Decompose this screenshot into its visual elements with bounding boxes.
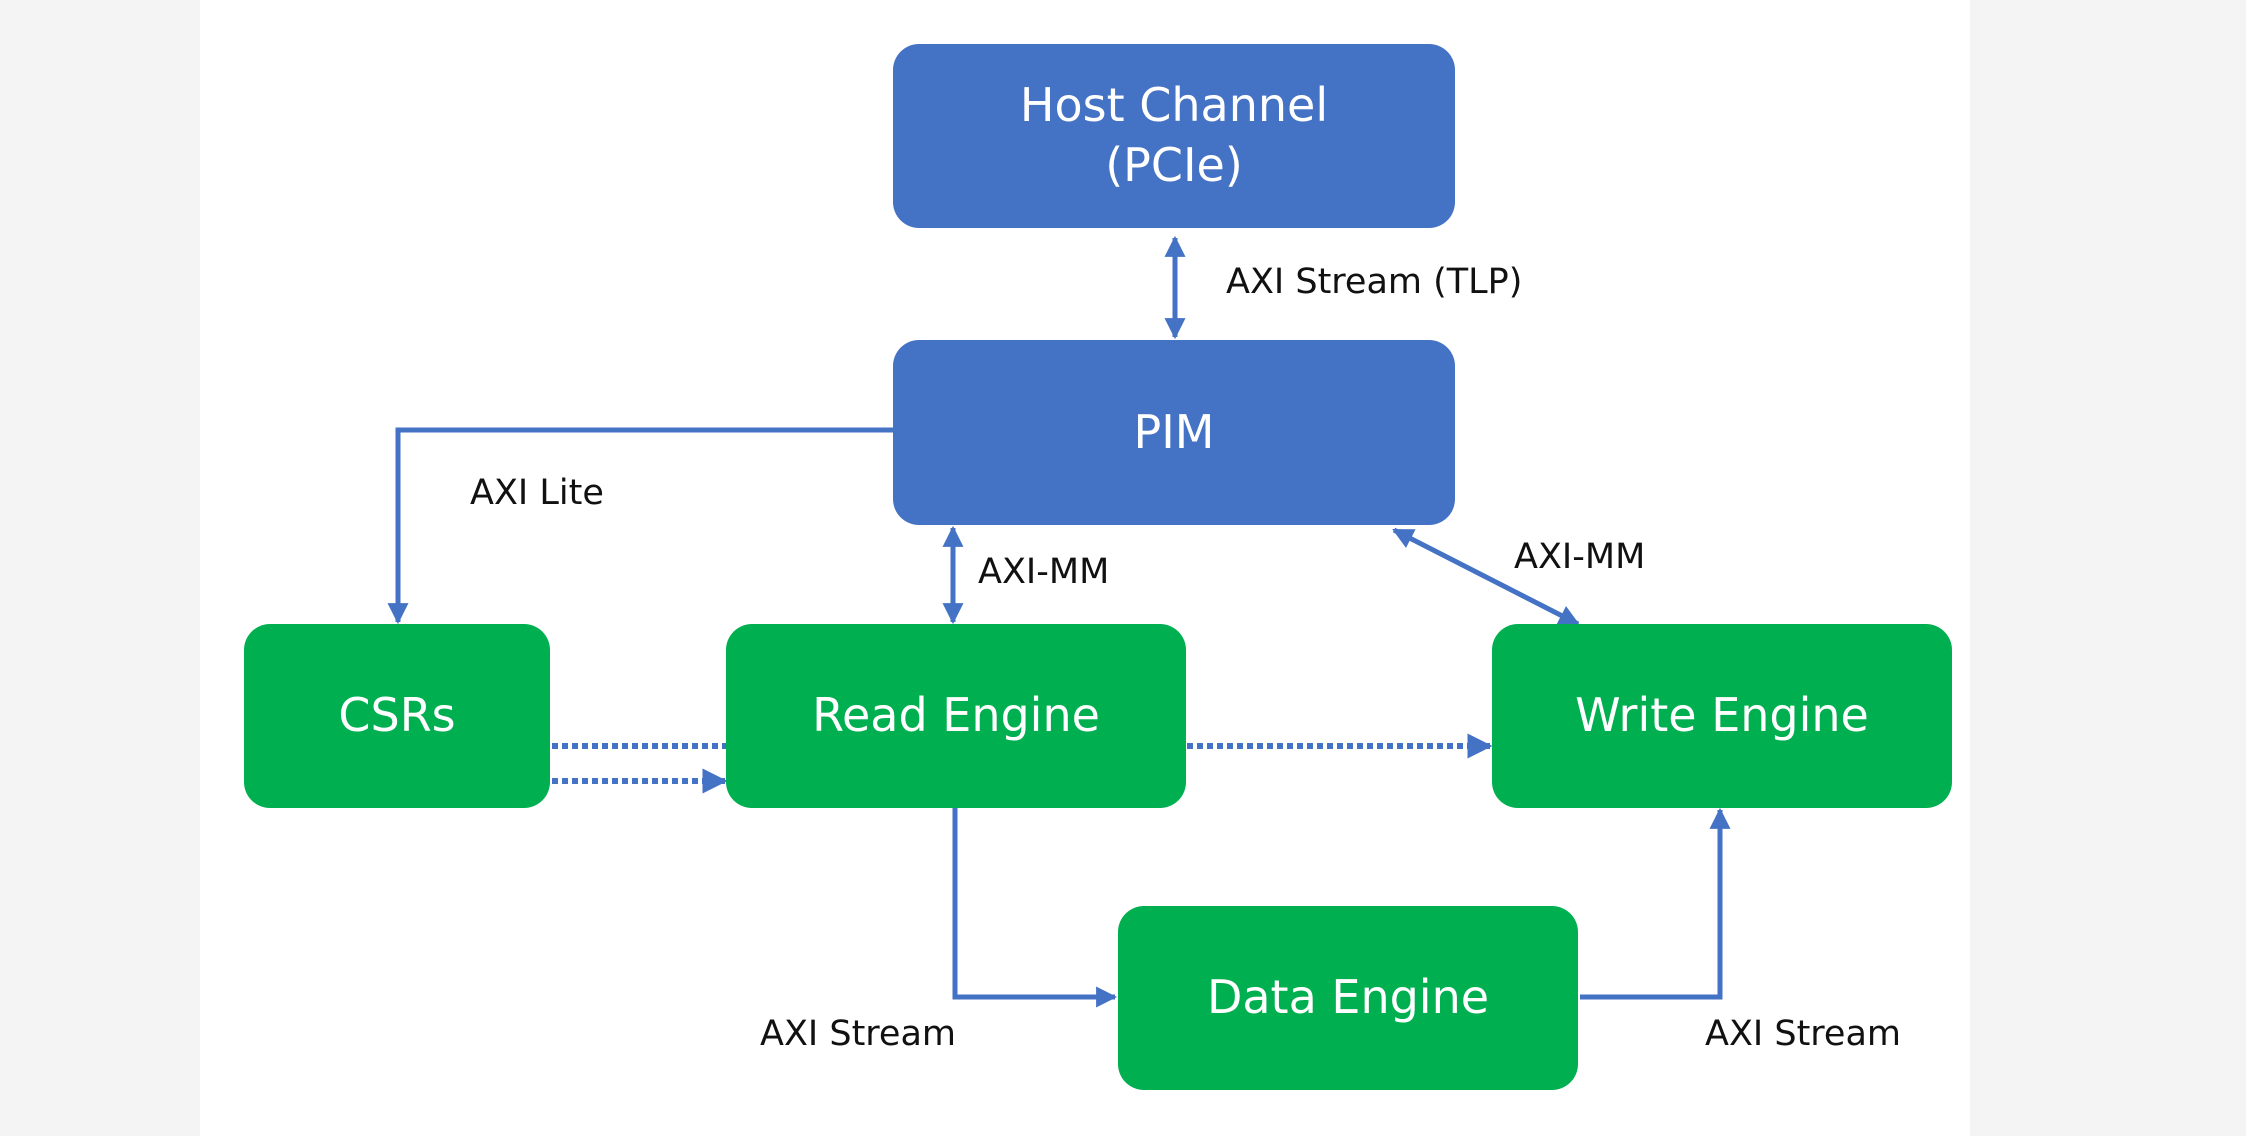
read-engine-label: Read Engine xyxy=(812,688,1100,743)
host-channel-subtitle: (PCIe) xyxy=(1105,138,1243,192)
csrs-block: CSRs xyxy=(244,624,550,808)
host-channel-title: Host Channel xyxy=(1019,78,1329,133)
pim-block: PIM xyxy=(893,340,1455,525)
host-pim-label: AXI Stream (TLP) xyxy=(1226,262,1523,302)
write-engine-label: Write Engine xyxy=(1575,688,1869,743)
host-channel-block: Host Channel (PCIe) xyxy=(893,44,1455,228)
pim-csrs-connector xyxy=(387,427,893,625)
data-engine-block: Data Engine xyxy=(1118,906,1578,1090)
pim-write-label: AXI-MM xyxy=(1514,537,1646,577)
read-engine-block: Read Engine xyxy=(726,624,1186,808)
read-data-connector xyxy=(952,808,1118,1008)
data-write-connector xyxy=(1580,807,1731,1000)
pim-read-label: AXI-MM xyxy=(978,552,1110,592)
connector-layer xyxy=(387,235,1731,1008)
diagram-canvas: Host Channel (PCIe) PIM CSRs Read Engine… xyxy=(200,0,1970,1136)
pim-label: PIM xyxy=(1133,404,1215,459)
data-engine-label: Data Engine xyxy=(1206,970,1490,1025)
data-write-label: AXI Stream xyxy=(1705,1014,1902,1054)
pim-csrs-label: AXI Lite xyxy=(470,473,604,513)
read-data-label: AXI Stream xyxy=(760,1014,957,1054)
pim-write-connector xyxy=(1392,527,1580,627)
csrs-label: CSRs xyxy=(338,688,456,743)
write-engine-block: Write Engine xyxy=(1492,624,1952,808)
